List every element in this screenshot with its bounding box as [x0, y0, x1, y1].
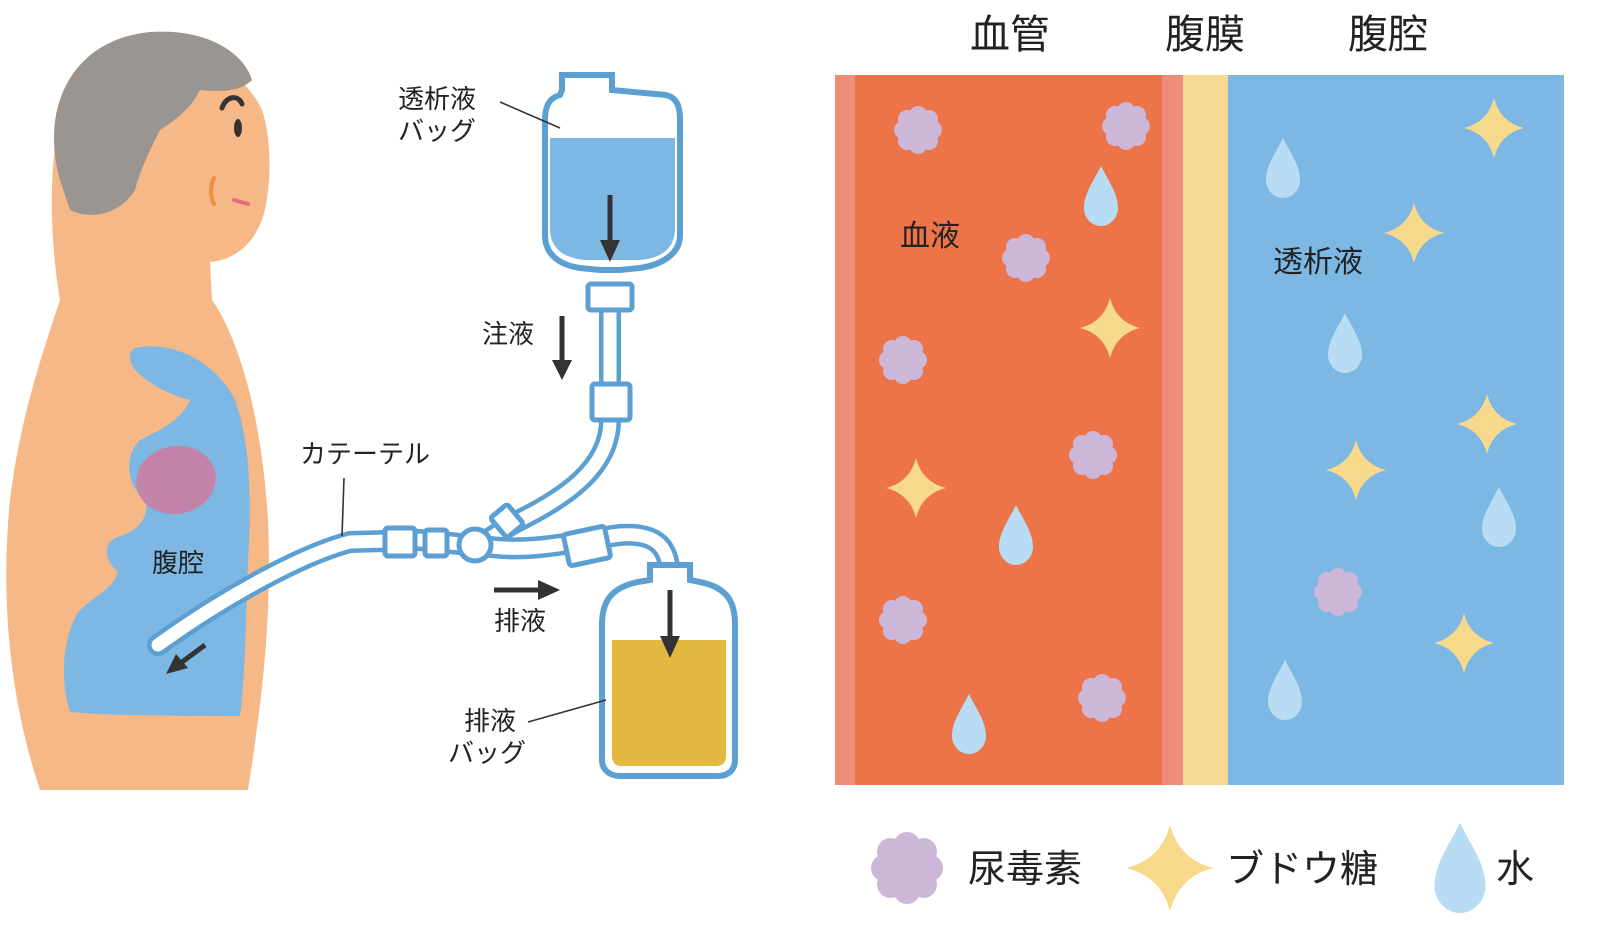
person-cheek: [209, 176, 216, 206]
leader-lines: [341, 101, 607, 723]
header-blood-vessel: 血管: [970, 12, 1050, 58]
blood-vessel-wall-left: [835, 75, 857, 785]
drain-bag-label-line1: 排液: [464, 707, 516, 737]
bag-down-arrow-icon: [600, 195, 620, 262]
infusion-label: 注液: [482, 320, 534, 350]
peritoneum-band: [1183, 75, 1229, 785]
person-hair: [54, 31, 252, 215]
drain-bag: [599, 562, 738, 779]
legend-glucose-label: ブドウ糖: [1226, 847, 1378, 891]
inflow-arrow-icon: [166, 642, 207, 674]
infusion-arrow-icon: [552, 316, 572, 380]
tube-connectors: [382, 281, 635, 568]
header-peritoneum: 腹膜: [1165, 12, 1245, 58]
legend: 尿毒素 ブドウ糖 水: [871, 823, 1534, 913]
legend-water-label: 水: [1496, 847, 1534, 891]
person-eye: [234, 119, 242, 137]
legend-water-icon: [1434, 823, 1486, 913]
dialysate-bag-label-line1: 透析液: [398, 85, 476, 115]
person-mouth: [232, 198, 250, 206]
legend-toxin-icon: [871, 832, 943, 904]
membrane-diagram: [835, 75, 1564, 785]
blood-region: [855, 75, 1165, 785]
blood-vessel-wall-right: [1162, 75, 1184, 785]
drain-bag-label-line2: バッグ: [448, 739, 526, 769]
legend-toxin-label: 尿毒素: [968, 847, 1082, 891]
dialysate-bag-label-line2: バッグ: [398, 117, 476, 147]
person-illustration: 腹腔: [6, 31, 270, 790]
drainage-label: 排液: [494, 607, 546, 637]
drain-bag-arrow-icon: [660, 590, 680, 658]
person-eyebrow: [219, 95, 245, 111]
abdominal-cavity-label: 腹腔: [152, 549, 204, 579]
drainage-arrow-icon: [494, 580, 560, 600]
organ: [136, 445, 216, 515]
header-cavity: 腹腔: [1348, 12, 1428, 58]
dialysate-bag: [542, 72, 683, 273]
dialysate-label: 透析液: [1273, 245, 1363, 280]
legend-glucose-icon: [1126, 824, 1214, 912]
catheter-label: カテーテル: [300, 440, 430, 470]
blood-label: 血液: [900, 219, 960, 254]
